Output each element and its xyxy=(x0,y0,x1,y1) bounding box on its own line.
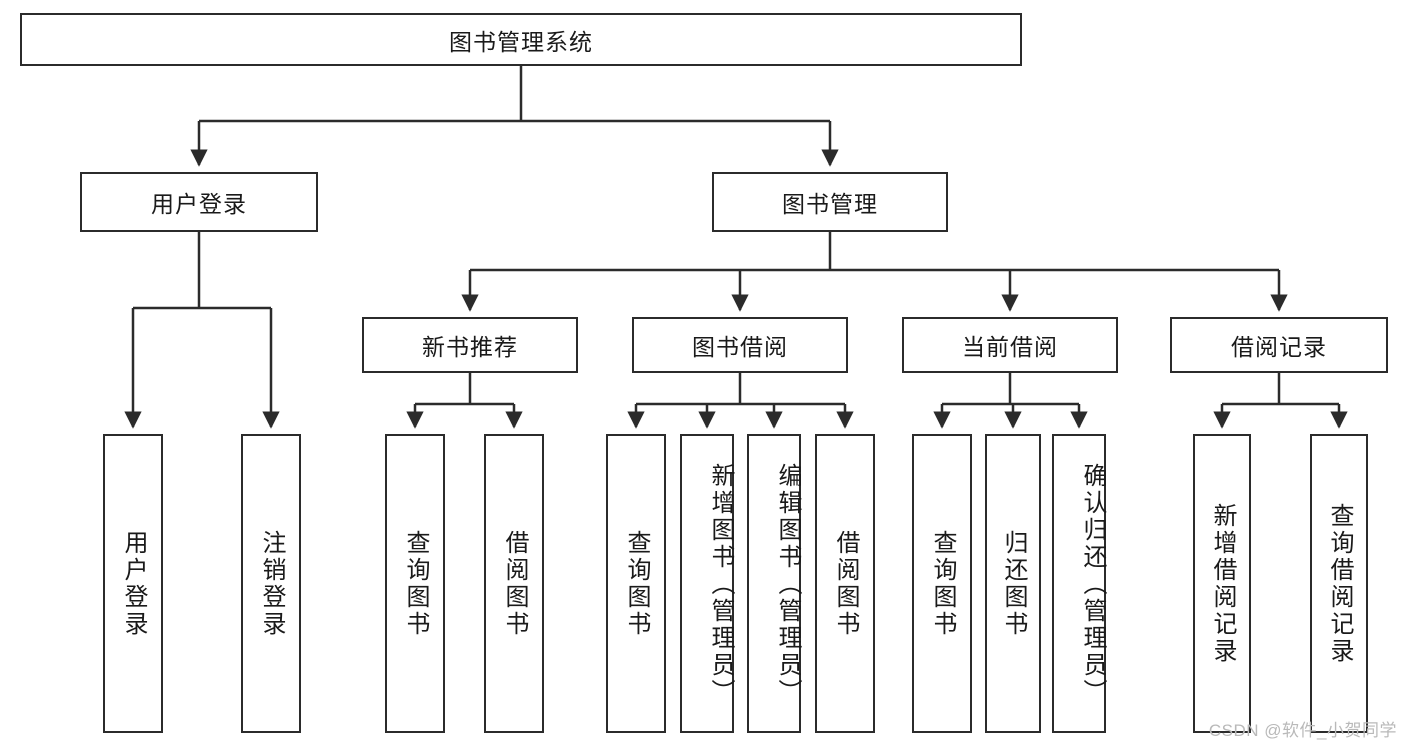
node-leaf-query-record-label: 查询借阅记录 xyxy=(1326,502,1353,665)
node-leaf-confirm-return[interactable]: 确认归还（管理员） xyxy=(1052,434,1106,733)
node-leaf-borrow-book-2[interactable]: 借阅图书 xyxy=(815,434,875,733)
node-new-book-recommend[interactable]: 新书推荐 xyxy=(362,317,578,373)
node-root-label: 图书管理系统 xyxy=(449,28,593,55)
node-book-borrow-label: 图书借阅 xyxy=(692,334,788,360)
node-leaf-query-book-2-label: 查询图书 xyxy=(623,529,650,638)
node-leaf-add-book[interactable]: 新增图书（管理员） xyxy=(680,434,734,733)
node-leaf-query-book-1[interactable]: 查询图书 xyxy=(385,434,445,733)
node-borrow-record-label: 借阅记录 xyxy=(1231,334,1327,360)
node-root[interactable]: 图书管理系统 xyxy=(20,13,1022,66)
node-leaf-user-login[interactable]: 用户登录 xyxy=(103,434,163,733)
node-leaf-user-logout-label: 注销登录 xyxy=(258,529,285,638)
node-leaf-query-book-3-label: 查询图书 xyxy=(929,529,956,638)
node-leaf-add-record[interactable]: 新增借阅记录 xyxy=(1193,434,1251,733)
node-leaf-borrow-book-1-label: 借阅图书 xyxy=(501,529,528,638)
node-current-borrow-label: 当前借阅 xyxy=(962,334,1058,360)
watermark-text: CSDN @软件_小贺同学 xyxy=(1208,721,1397,740)
node-leaf-edit-book[interactable]: 编辑图书（管理员） xyxy=(747,434,801,733)
node-leaf-return-book-label: 归还图书 xyxy=(1000,529,1027,638)
node-leaf-add-record-label: 新增借阅记录 xyxy=(1209,502,1236,665)
node-leaf-user-logout[interactable]: 注销登录 xyxy=(241,434,301,733)
node-leaf-query-book-1-label: 查询图书 xyxy=(402,529,429,638)
node-book-manage[interactable]: 图书管理 xyxy=(712,172,948,232)
node-new-book-recommend-label: 新书推荐 xyxy=(422,334,518,360)
node-leaf-confirm-return-label: 确认归还（管理员） xyxy=(1079,463,1106,706)
node-user-login[interactable]: 用户登录 xyxy=(80,172,318,232)
node-leaf-query-book-3[interactable]: 查询图书 xyxy=(912,434,972,733)
node-leaf-user-login-label: 用户登录 xyxy=(120,529,147,638)
node-user-login-label: 用户登录 xyxy=(151,191,247,217)
node-book-borrow[interactable]: 图书借阅 xyxy=(632,317,848,373)
node-current-borrow[interactable]: 当前借阅 xyxy=(902,317,1118,373)
node-leaf-edit-book-label: 编辑图书（管理员） xyxy=(774,463,801,706)
node-leaf-query-book-2[interactable]: 查询图书 xyxy=(606,434,666,733)
node-leaf-add-book-label: 新增图书（管理员） xyxy=(707,463,734,706)
node-borrow-record[interactable]: 借阅记录 xyxy=(1170,317,1388,373)
node-book-manage-label: 图书管理 xyxy=(782,191,878,217)
node-leaf-return-book[interactable]: 归还图书 xyxy=(985,434,1041,733)
node-leaf-borrow-book-1[interactable]: 借阅图书 xyxy=(484,434,544,733)
node-leaf-query-record[interactable]: 查询借阅记录 xyxy=(1310,434,1368,733)
node-leaf-borrow-book-2-label: 借阅图书 xyxy=(832,529,859,638)
